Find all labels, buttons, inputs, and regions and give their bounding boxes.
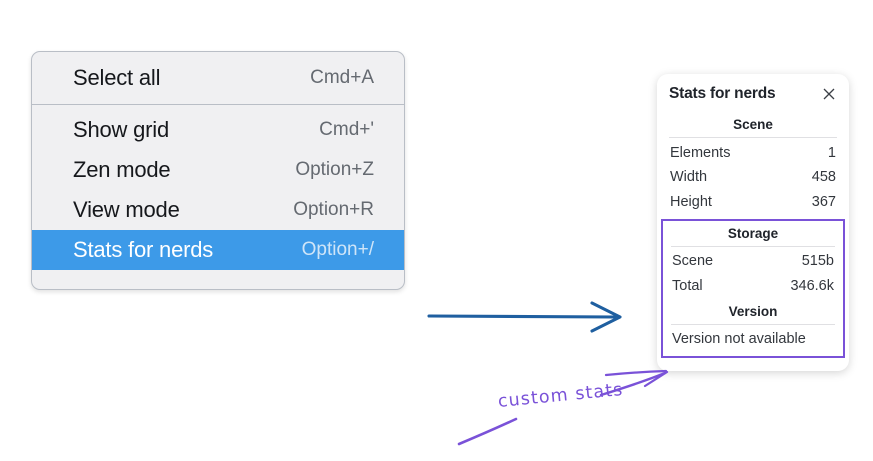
stat-label: Height xyxy=(670,193,712,210)
menu-item-label: Stats for nerds xyxy=(73,237,214,262)
menu-item-label: Show grid xyxy=(73,117,170,142)
stat-label: Total xyxy=(672,277,703,294)
menu-separator xyxy=(32,104,404,105)
menu-item-shortcut: Option+Z xyxy=(295,159,374,180)
stat-label: Elements xyxy=(670,144,731,161)
menu-item-shortcut: Cmd+' xyxy=(319,119,374,140)
menu-item-shortcut: Option+R xyxy=(293,199,374,220)
version-divider xyxy=(671,323,835,325)
stat-value: 1 xyxy=(827,144,836,161)
flow-arrow-blue xyxy=(427,301,622,333)
panel-header: Stats for nerds xyxy=(669,85,837,103)
stat-value: 458 xyxy=(811,169,836,186)
stat-value: 367 xyxy=(811,193,836,210)
menu-item-view-mode[interactable]: View mode Option+R xyxy=(32,190,404,230)
stat-value: 346.6k xyxy=(790,277,834,294)
close-icon[interactable] xyxy=(821,86,837,102)
menu-item-label: Select all xyxy=(73,65,161,90)
custom-stats-highlight-box: Storage Scene 515b Total 346.6k Version … xyxy=(661,218,845,358)
menu-item-label: View mode xyxy=(73,197,180,222)
stat-row-storage-scene: Scene 515b xyxy=(671,250,835,275)
scene-section-heading: Scene xyxy=(733,117,773,132)
menu-item-show-grid[interactable]: Show grid Cmd+' xyxy=(32,110,404,150)
storage-section-heading: Storage xyxy=(727,225,779,241)
stat-row-storage-total: Total 346.6k xyxy=(671,274,835,299)
context-menu[interactable]: Select all Cmd+A Show grid Cmd+' Zen mod… xyxy=(31,51,405,290)
menu-group-1: Select all Cmd+A xyxy=(32,58,404,98)
callout-underline-purple xyxy=(457,417,518,446)
menu-item-shortcut: Cmd+A xyxy=(310,67,374,88)
stat-row-width: Width 458 xyxy=(669,166,837,191)
stat-value: 515b xyxy=(801,253,834,270)
menu-item-zen-mode[interactable]: Zen mode Option+Z xyxy=(32,150,404,190)
menu-group-2: Show grid Cmd+' Zen mode Option+Z View m… xyxy=(32,110,404,270)
menu-item-shortcut: Option+/ xyxy=(301,239,374,260)
version-section-heading: Version xyxy=(728,303,778,319)
stat-label: Scene xyxy=(672,253,714,270)
storage-divider xyxy=(671,245,835,247)
stat-label: Width xyxy=(670,169,708,186)
stat-row-elements: Elements 1 xyxy=(669,141,837,166)
version-note: Version not available xyxy=(672,330,806,347)
menu-item-select-all[interactable]: Select all Cmd+A xyxy=(32,58,404,98)
stats-for-nerds-panel: Stats for nerds Scene Elements 1 Width 4… xyxy=(657,74,849,371)
scene-divider xyxy=(669,137,837,138)
annotation-label-custom-stats: custom stats xyxy=(497,379,625,412)
menu-item-label: Zen mode xyxy=(73,157,171,182)
menu-item-stats-for-nerds[interactable]: Stats for nerds Option+/ xyxy=(32,230,404,270)
stat-row-height: Height 367 xyxy=(669,190,837,215)
panel-title: Stats for nerds xyxy=(669,85,776,102)
